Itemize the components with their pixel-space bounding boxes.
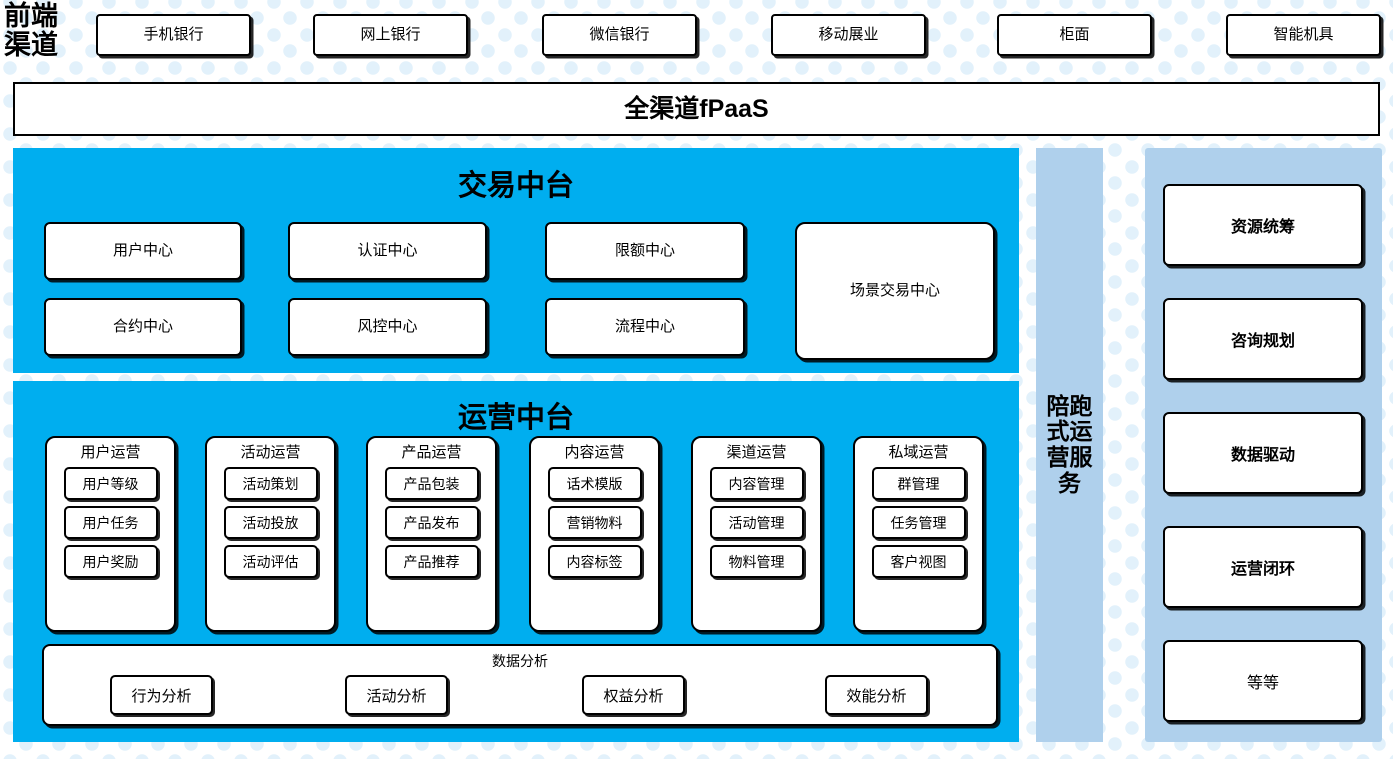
- trade-box-risk-center[interactable]: 风控中心: [288, 298, 487, 356]
- data-analysis-group: 数据分析 行为分析 活动分析 权益分析 效能分析: [42, 644, 998, 726]
- op-item[interactable]: 活动策划: [223, 467, 318, 500]
- channel-box-smart-machine[interactable]: 智能机具: [1226, 14, 1381, 56]
- trade-box-process-center[interactable]: 流程中心: [545, 298, 745, 356]
- op-item[interactable]: 产品发布: [384, 506, 479, 539]
- op-item[interactable]: 话术模版: [547, 467, 642, 500]
- sidebar-item-operation-closed-loop[interactable]: 运营闭环: [1163, 526, 1363, 608]
- op-item[interactable]: 活动管理: [709, 506, 804, 539]
- op-column-private-domain-operation[interactable]: 私域运营 群管理 任务管理 客户视图: [853, 436, 984, 632]
- op-column-product-operation[interactable]: 产品运营 产品包装 产品发布 产品推荐: [366, 436, 497, 632]
- trade-box-user-center[interactable]: 用户中心: [44, 222, 242, 280]
- op-item[interactable]: 群管理: [871, 467, 966, 500]
- op-item[interactable]: 活动投放: [223, 506, 318, 539]
- op-column-title: 渠道运营: [726, 444, 787, 461]
- front-end-channel-label: 前端 渠道: [4, 1, 58, 60]
- trade-center-title: 交易中台: [457, 170, 574, 202]
- sidebar-item-resource-coordination[interactable]: 资源统筹: [1163, 184, 1363, 266]
- data-analysis-item-behavior[interactable]: 行为分析: [110, 675, 213, 715]
- op-item[interactable]: 用户任务: [63, 506, 158, 539]
- op-item[interactable]: 客户视图: [871, 545, 966, 578]
- data-analysis-item-activity[interactable]: 活动分析: [345, 675, 448, 715]
- op-column-title: 产品运营: [401, 444, 462, 461]
- trade-box-auth-center[interactable]: 认证中心: [288, 222, 487, 280]
- op-item[interactable]: 用户奖励: [63, 545, 158, 578]
- data-analysis-title: 数据分析: [492, 653, 548, 669]
- op-item[interactable]: 产品推荐: [384, 545, 479, 578]
- op-item[interactable]: 用户等级: [63, 467, 158, 500]
- op-item[interactable]: 任务管理: [871, 506, 966, 539]
- sidebar-item-data-driven[interactable]: 数据驱动: [1163, 412, 1363, 494]
- op-item[interactable]: 内容管理: [709, 467, 804, 500]
- op-column-title: 私域运营: [888, 444, 949, 461]
- channel-box-wechat-bank[interactable]: 微信银行: [542, 14, 697, 56]
- capability-sidebar-panel: 资源统筹 咨询规划 数据驱动 运营闭环 等等: [1145, 148, 1382, 742]
- op-column-activity-operation[interactable]: 活动运营 活动策划 活动投放 活动评估: [205, 436, 336, 632]
- channel-box-counter[interactable]: 柜面: [997, 14, 1152, 56]
- sidebar-item-consulting-planning[interactable]: 咨询规划: [1163, 298, 1363, 380]
- channel-box-online-bank[interactable]: 网上银行: [313, 14, 468, 56]
- op-item[interactable]: 营销物料: [547, 506, 642, 539]
- op-column-channel-operation[interactable]: 渠道运营 内容管理 活动管理 物料管理: [691, 436, 822, 632]
- op-column-user-operation[interactable]: 用户运营 用户等级 用户任务 用户奖励: [45, 436, 176, 632]
- op-item[interactable]: 内容标签: [547, 545, 642, 578]
- data-analysis-item-efficiency[interactable]: 效能分析: [825, 675, 928, 715]
- fpaas-bar[interactable]: 全渠道fPaaS: [13, 82, 1380, 136]
- op-column-title: 活动运营: [240, 444, 301, 461]
- trade-box-scene-transaction-center[interactable]: 场景交易中心: [795, 222, 995, 360]
- op-item[interactable]: 物料管理: [709, 545, 804, 578]
- trade-box-contract-center[interactable]: 合约中心: [44, 298, 242, 356]
- op-column-title: 用户运营: [80, 444, 141, 461]
- channel-box-mobile-field[interactable]: 移动展业: [771, 14, 926, 56]
- accompanying-operation-service-column: 陪跑式运营服务: [1036, 148, 1103, 742]
- op-item[interactable]: 活动评估: [223, 545, 318, 578]
- channel-box-mobile-bank[interactable]: 手机银行: [96, 14, 251, 56]
- trade-box-limit-center[interactable]: 限额中心: [545, 222, 745, 280]
- accompanying-operation-service-label: 陪跑式运营服务: [1046, 392, 1093, 496]
- op-item[interactable]: 产品包装: [384, 467, 479, 500]
- sidebar-item-etc[interactable]: 等等: [1163, 640, 1363, 722]
- operation-center-title: 运营中台: [457, 402, 574, 434]
- op-column-content-operation[interactable]: 内容运营 话术模版 营销物料 内容标签: [529, 436, 660, 632]
- op-column-title: 内容运营: [564, 444, 625, 461]
- data-analysis-item-rights[interactable]: 权益分析: [582, 675, 685, 715]
